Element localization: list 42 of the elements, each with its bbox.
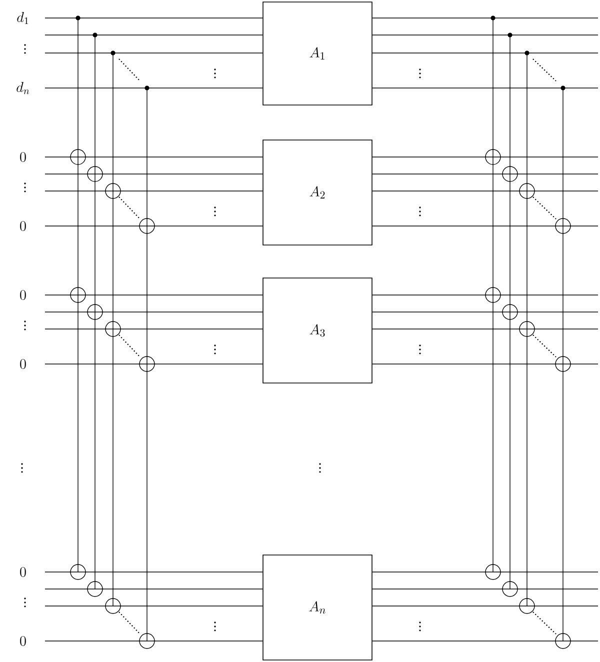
ellipsis: $\vdots$ [24, 182, 26, 192]
wire [372, 294, 598, 296]
ellipsis: $\vdots$ [214, 206, 216, 216]
wire-label: $d_1$ [17, 12, 28, 24]
ellipsis: $\vdots$ [319, 463, 321, 473]
wire [44, 156, 263, 158]
wire-label: $0$ [20, 567, 26, 577]
ellipsis: $\vdots$ [419, 344, 421, 354]
gate-box: $A_1$ [262, 2, 372, 106]
ellipsis: $\vdots$ [214, 68, 216, 78]
wire [44, 294, 263, 296]
wire [44, 34, 263, 36]
wire-label: $0$ [20, 636, 26, 646]
wire-label: $0$ [20, 290, 26, 300]
wire [372, 640, 598, 642]
wire [372, 52, 598, 54]
ellipsis: $\vdots$ [214, 344, 216, 354]
wire [44, 52, 263, 54]
wire-label: $0$ [20, 359, 26, 369]
ellipsis: $\vdots$ [24, 598, 26, 608]
wire [372, 156, 598, 158]
wire [44, 640, 263, 642]
wire-label: $0$ [20, 152, 26, 162]
wire-label: $d_n$ [16, 82, 30, 94]
ellipsis: $\vdots$ [419, 206, 421, 216]
wire [372, 328, 598, 330]
wire-label: $0$ [20, 221, 26, 231]
wire [44, 190, 263, 192]
wire [44, 328, 263, 330]
ellipsis: $\vdots$ [419, 622, 421, 632]
ellipsis: $\vdots$ [419, 68, 421, 78]
gate-box: $A_3$ [262, 278, 372, 384]
ellipsis: $\vdots$ [214, 622, 216, 632]
wire [372, 190, 598, 192]
wire [44, 588, 263, 590]
wire [372, 588, 598, 590]
ellipsis: $\vdots$ [24, 44, 26, 54]
ellipsis: $\vdots$ [21, 463, 23, 473]
gate-box: $A_n$ [262, 554, 372, 660]
ellipsis: $\vdots$ [24, 320, 26, 330]
gate-box: $A_2$ [262, 140, 372, 246]
wire [372, 34, 598, 36]
